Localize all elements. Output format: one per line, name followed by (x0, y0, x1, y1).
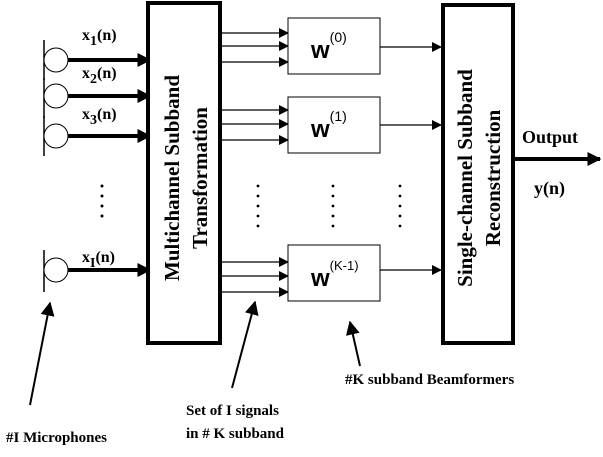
output-signal: y(n) (534, 178, 565, 199)
beamformer-box-K-1 (287, 244, 381, 302)
subband-lines-1 (222, 105, 289, 145)
signal-label-3: x3(n) (82, 106, 117, 128)
microphones-caption: #I Microphones (6, 430, 107, 446)
transform-block-label-line2: Transformation (188, 107, 212, 249)
signal-label-I: xI(n) (82, 249, 115, 271)
subband-ellipsis (256, 184, 402, 228)
reconstruction-block-label-line1: Single-channel Subband (453, 69, 477, 287)
microphone-2 (43, 78, 69, 118)
signal-label-1: x1(n) (82, 27, 117, 49)
microphone-ellipsis (100, 184, 104, 218)
transform-block (146, 1, 222, 345)
reconstruction-block-label-line2: Reconstruction (481, 109, 505, 246)
signals-pointer-arrow (231, 300, 259, 389)
beamformers-caption: #K subband Beamformers (345, 372, 514, 388)
microphone-3 (43, 116, 69, 156)
signal-label-2: x2(n) (82, 65, 117, 87)
subband-lines-K-1 (222, 257, 289, 297)
microphone-1 (43, 40, 69, 80)
beamformer-label-0: w(0) (310, 29, 347, 64)
beamformer-label-1: w(1) (310, 108, 347, 143)
microphones-pointer-arrow (29, 301, 55, 406)
reconstruction-block (441, 3, 515, 345)
beamformer-output-arrows (380, 42, 442, 275)
output-label: Output (522, 127, 578, 147)
beamformers-pointer-arrow (345, 320, 361, 367)
subband-lines-0 (222, 28, 289, 67)
microphone-I (43, 250, 69, 292)
signals-caption-line2: in # K subband (186, 426, 285, 442)
beamformer-box-1 (287, 96, 381, 154)
signals-caption-line1: Set of I signals (186, 403, 279, 419)
beamformer-box-0 (287, 17, 381, 75)
transform-block-label-line1: Multichannel Subband (160, 75, 184, 281)
beamformer-label-K-1: w(K-1) (310, 258, 359, 292)
